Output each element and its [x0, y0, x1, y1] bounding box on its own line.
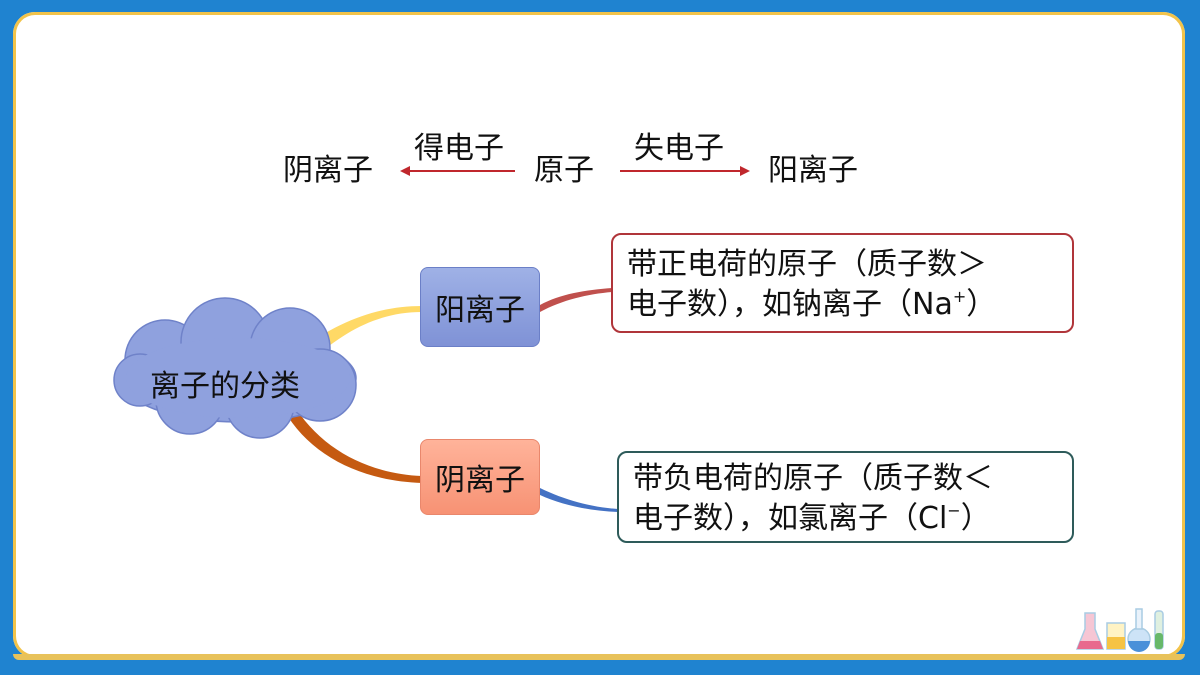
anion-description-line1: 带负电荷的原子（质子数＜ — [633, 461, 993, 496]
root-node-label: 离子的分类 — [150, 369, 300, 404]
cation-node: 阳离子 — [420, 267, 540, 347]
anion-description-line2-end: ） — [960, 501, 991, 536]
anion-description-line2: 电子数），如氯离子（Cl−） — [633, 499, 1058, 539]
cation-label: 阳离子 — [768, 153, 858, 188]
connector-cation — [540, 288, 612, 312]
cloud-core — [126, 338, 350, 418]
arrow-gain-electron-head — [400, 166, 410, 176]
gain-electron-label: 得电子 — [414, 131, 504, 166]
atom-label: 原子 — [534, 153, 594, 188]
chloride-charge-superscript: − — [947, 501, 961, 520]
anion-description-line2-text: 电子数），如氯离子（Cl — [633, 501, 948, 536]
arrow-lose-electron-head — [740, 166, 750, 176]
cation-node-label: 阳离子 — [435, 293, 525, 328]
slide-bottom-bar — [13, 654, 1185, 660]
sodium-charge-superscript: + — [952, 287, 967, 306]
lose-electron-label: 失电子 — [634, 131, 724, 166]
cation-description-line2-text: 电子数），如钠离子（Na — [627, 287, 953, 322]
cation-description-line1: 带正电荷的原子（质子数＞ — [627, 247, 987, 282]
lab-glassware-icon — [1075, 608, 1164, 652]
cation-description-line2: 电子数），如钠离子（Na+） — [627, 285, 1058, 325]
anion-label: 阴离子 — [283, 153, 373, 188]
anion-description-box: 带负电荷的原子（质子数＜ 电子数），如氯离子（Cl−） — [617, 451, 1074, 543]
connector-anion — [540, 488, 618, 512]
branch-lower — [284, 402, 422, 483]
cation-description-line2-end: ） — [966, 287, 997, 322]
cation-description-box: 带正电荷的原子（质子数＞ 电子数），如钠离子（Na+） — [611, 233, 1074, 333]
anion-node-label: 阴离子 — [435, 463, 525, 498]
anion-node: 阴离子 — [420, 439, 540, 515]
